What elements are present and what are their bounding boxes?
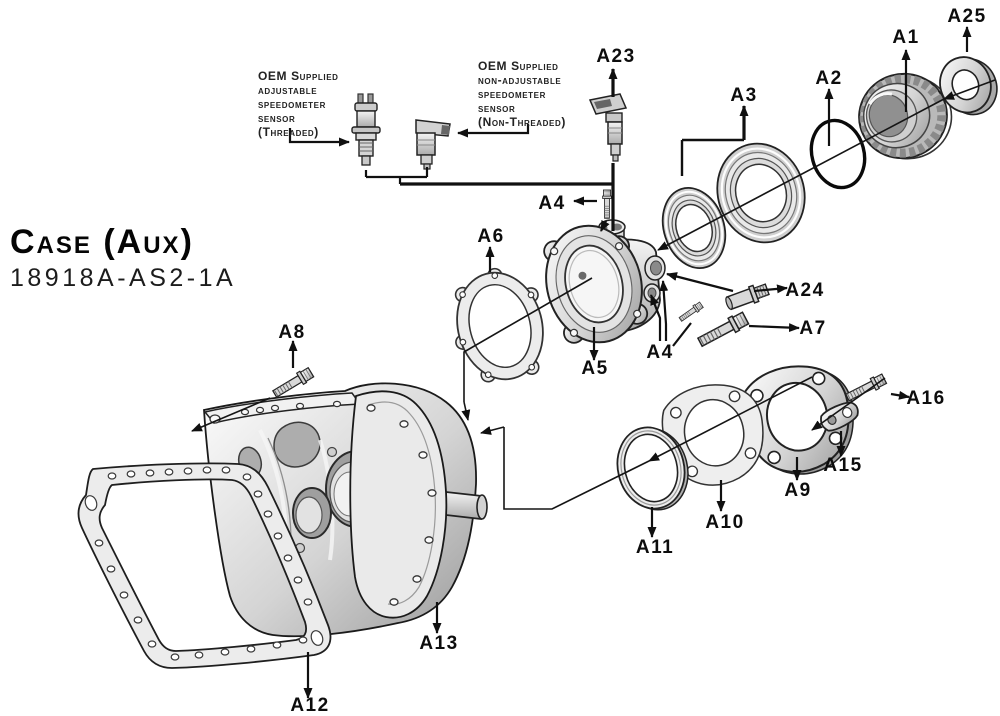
adapter-gasket <box>454 267 544 383</box>
note-line: speedometer <box>258 97 326 111</box>
label-a16: A16 <box>906 388 945 409</box>
diagram-title: Case (Aux) <box>10 223 194 261</box>
note-line: sensor <box>258 111 295 125</box>
output-seal-inner <box>661 187 727 269</box>
note-line: adjustable <box>258 83 317 97</box>
label-a15: A15 <box>823 455 862 476</box>
note-connector-lines <box>288 68 618 231</box>
label-a4-top: A4 <box>538 193 565 214</box>
label-a5: A5 <box>581 358 608 379</box>
speedometer-sensor-oem <box>588 93 628 162</box>
label-a25: A25 <box>947 6 986 27</box>
note-line: non-adjustable <box>478 73 561 87</box>
label-a9: A9 <box>784 480 811 501</box>
output-seal-outer <box>716 142 806 244</box>
assembly-axis-lines <box>191 79 996 510</box>
aux-adapter-case <box>543 219 666 344</box>
gasket-bolt-holes <box>84 466 324 661</box>
note-line: speedometer <box>478 87 546 101</box>
case-gasket-large <box>77 462 332 669</box>
label-a23: A23 <box>596 46 635 67</box>
flange-bolt <box>695 310 751 351</box>
pto-plug <box>725 283 770 311</box>
tab-bolt <box>843 372 888 404</box>
label-a8: A8 <box>278 322 305 343</box>
part-number: 18918A-AS2-1A <box>10 264 236 292</box>
speedo-retainer-bolt-side <box>677 301 705 324</box>
label-a3: A3 <box>730 85 757 106</box>
case-rim-holes <box>209 400 342 424</box>
retainer-gasket <box>661 384 764 486</box>
title-block: Case (Aux) 18918A-AS2-1A <box>10 223 236 292</box>
speedometer-sensor-threaded <box>351 93 381 166</box>
label-a12: A12 <box>290 695 329 716</box>
label-a13: A13 <box>419 633 458 654</box>
note-line: OEM Supplied <box>258 69 339 83</box>
aux-case-housing <box>203 382 488 638</box>
retainer-tab <box>820 401 859 432</box>
note-line: (Non-Threaded) <box>478 115 566 129</box>
tapered-roller-bearing <box>858 72 953 160</box>
label-a4-bottom: A4 <box>646 342 673 363</box>
note-nonthreaded-sensor: OEM Supplied non-adjustable speedometer … <box>478 59 566 129</box>
label-a6: A6 <box>477 226 504 247</box>
case-side-flange <box>349 390 448 619</box>
label-a2: A2 <box>815 68 842 89</box>
note-line: (Threaded) <box>258 125 319 139</box>
label-a10: A10 <box>705 512 744 533</box>
speedo-retainer-bolt-top <box>602 189 612 219</box>
label-a24: A24 <box>785 280 824 301</box>
side-flange-holes <box>366 404 437 606</box>
part-label-group: A1 A2 A25 A23 A3 A4 A6 A5 A24 A7 A4 A16 … <box>278 6 986 716</box>
bearing-retainer-plate <box>741 365 854 475</box>
label-a1: A1 <box>892 27 919 48</box>
label-a7: A7 <box>799 318 826 339</box>
note-line: sensor <box>478 101 515 115</box>
note-threaded-sensor: OEM Supplied adjustable speedometer sens… <box>258 69 339 139</box>
label-a11: A11 <box>636 537 674 558</box>
speedometer-sensor-elbow <box>415 119 451 170</box>
note-line: OEM Supplied <box>478 59 559 73</box>
label-leader-lines <box>288 26 972 699</box>
